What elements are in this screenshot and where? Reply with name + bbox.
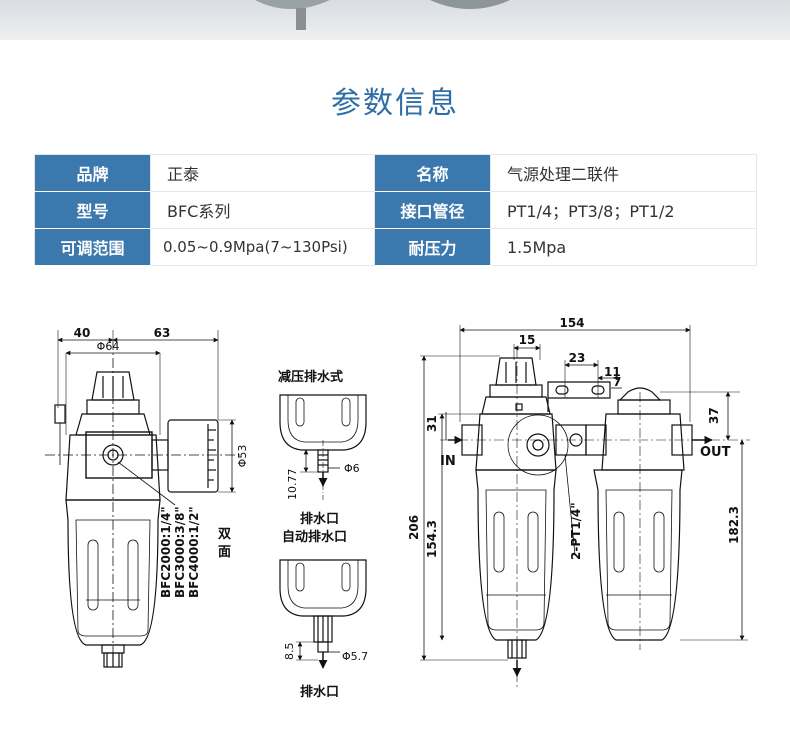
dim-phi6-label: Φ6 — [344, 462, 360, 475]
dim-63-label: 63 — [154, 326, 171, 340]
drain-label: 排水口 — [300, 511, 339, 527]
spec-row: 型号 BFC系列 接口管径 PT1/4；PT3/8；PT1/2 — [34, 191, 757, 229]
model-list: BFC2000:1/4" BFC3000:3/8" BFC4000:1/2" — [159, 506, 201, 598]
double-side-label: 双 — [218, 527, 231, 542]
in-port-label: IN — [440, 454, 456, 469]
spec-row: 品牌 正泰 名称 气源处理二联件 — [34, 154, 757, 192]
drawing-frl-assembly — [420, 325, 750, 690]
spec-key: 接口管径 — [374, 191, 491, 229]
model-label: BFC4000:1/2" — [187, 506, 201, 598]
port-spec-label: 2-PT1/4" — [569, 502, 583, 560]
drain-label-2: 排水口 — [300, 684, 339, 700]
spec-key: 名称 — [374, 154, 491, 192]
spec-value: 1.5Mpa — [490, 228, 757, 266]
dim-10-77-label: 10.77 — [286, 469, 299, 501]
spec-table: 品牌 正泰 名称 气源处理二联件 型号 BFC系列 接口管径 PT1/4；PT3… — [34, 154, 757, 266]
out-port-label: OUT — [700, 445, 731, 460]
double-side-label: 面 — [218, 545, 231, 560]
spec-value: PT1/4；PT3/8；PT1/2 — [490, 191, 757, 229]
spec-value: 0.05~0.9Mpa(7~130Psi) — [150, 228, 375, 266]
drawing-regulator-front — [45, 330, 240, 668]
dim-31-label: 31 — [425, 415, 439, 432]
dim-23-label: 23 — [569, 351, 586, 365]
spec-key: 耐压力 — [374, 228, 491, 266]
dim-11-label: 11 — [604, 365, 621, 379]
dim-154-label: 154 — [559, 316, 584, 330]
dim-37-label: 37 — [707, 407, 721, 424]
dim-7-label: 7 — [613, 375, 621, 389]
drawing-auto-drain — [279, 559, 367, 669]
dim-8-5-label: 8.5 — [283, 643, 296, 661]
model-label: BFC2000:1/4" — [159, 506, 173, 598]
dim-15-label: 15 — [519, 333, 536, 347]
dim-182-3-label: 182.3 — [727, 506, 741, 544]
spec-value: 气源处理二联件 — [490, 154, 757, 192]
spec-value: 正泰 — [150, 154, 375, 192]
dim-phi64-label: Φ64 — [97, 340, 120, 353]
dim-154-3-label: 154.3 — [425, 520, 439, 558]
spec-row: 可调范围 0.05~0.9Mpa(7~130Psi) 耐压力 1.5Mpa — [34, 228, 757, 266]
spec-value: BFC系列 — [150, 191, 375, 229]
photo-fragments — [255, 0, 510, 30]
drawing-manual-drain — [279, 394, 367, 500]
product-photo-strip — [0, 0, 790, 40]
dim-206-label: 206 — [407, 515, 421, 540]
spec-key: 可调范围 — [34, 228, 151, 266]
spec-key: 品牌 — [34, 154, 151, 192]
dim-phi5-7-label: Φ5.7 — [342, 650, 368, 663]
model-label: BFC3000:3/8" — [173, 506, 187, 598]
dim-40-label: 40 — [74, 326, 91, 340]
spec-key: 型号 — [34, 191, 151, 229]
page-title: 参数信息 — [331, 86, 459, 121]
dim-phi53-label: Φ53 — [236, 445, 249, 468]
auto-drain-title: 自动排水口 — [282, 529, 347, 545]
manual-drain-title: 减压排水式 — [278, 369, 343, 385]
